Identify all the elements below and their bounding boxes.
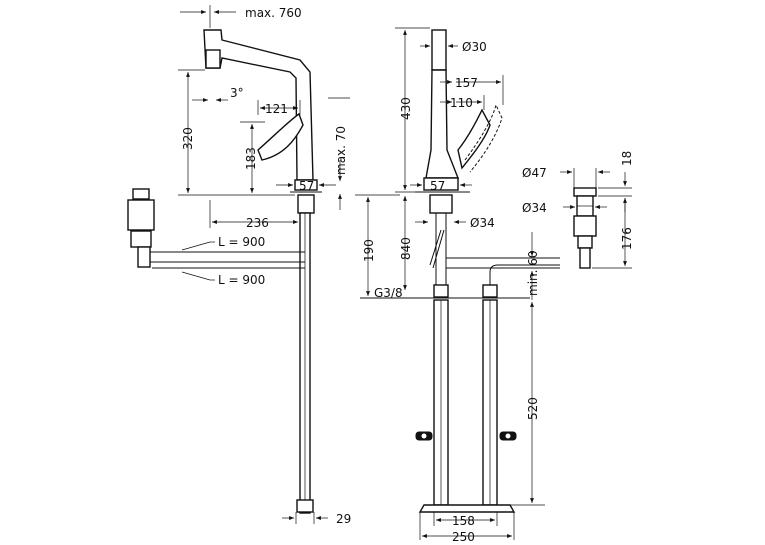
front-connector-left [433, 284, 449, 298]
side-spray-head [205, 49, 221, 69]
front-hose-left [429, 229, 442, 266]
dim-base-width-side: 57 [299, 179, 314, 193]
front-hose-right-2 [489, 264, 560, 290]
side-shank-top [297, 194, 315, 214]
dim-lever-height: 183 [244, 147, 258, 170]
dim-lever-span: 157 [455, 76, 478, 90]
dim-tube-offset: 236 [246, 216, 269, 230]
dim-base-diameter: Ø34 [470, 216, 495, 230]
dim-min-clearance: min. 60 [526, 250, 540, 296]
dim-valve-diameter-body: Ø34 [522, 201, 547, 215]
dim-spray-angle: 3° [230, 86, 244, 100]
dim-handle-clearance: max. 70 [334, 126, 348, 175]
front-spray-head [431, 29, 447, 71]
dim-reach: max. 760 [245, 6, 302, 20]
clamp-left-icon [415, 431, 433, 441]
dim-hose-length-1: L = 900 [218, 235, 265, 249]
front-shank-top [429, 194, 453, 214]
valve-body [573, 215, 597, 237]
front-lever [457, 108, 491, 170]
side-valve-connector [130, 230, 152, 248]
dim-connection-height: 190 [362, 239, 376, 262]
dim-diameter-top: Ø30 [462, 40, 487, 54]
valve-cap [573, 187, 597, 197]
valve-elbow [579, 247, 591, 269]
dim-valve-top: 18 [620, 151, 634, 166]
side-base [294, 179, 318, 191]
dim-support-width-outer: 250 [452, 530, 475, 544]
front-spout [425, 69, 460, 179]
side-shank-end [296, 499, 314, 513]
front-connector-right [482, 284, 498, 298]
side-valve-cap [132, 188, 150, 200]
dim-valve-diameter-top: Ø47 [522, 166, 547, 180]
dim-thread: G3/8 [374, 286, 403, 300]
dim-under-counter: 840 [399, 237, 413, 260]
dim-total-height: 430 [399, 97, 413, 120]
dim-support-width-inner: 158 [452, 514, 475, 528]
front-base [423, 177, 459, 191]
dim-hose-length-2: L = 900 [218, 273, 265, 287]
dim-valve-height: 176 [620, 227, 634, 250]
dim-support-height: 520 [526, 397, 540, 420]
dim-shank-width: 29 [336, 512, 351, 526]
dim-lever-depth: 110 [450, 96, 473, 110]
valve-detail: Ø47 Ø34 18 176 [522, 151, 634, 269]
dim-base-width-front: 57 [430, 179, 445, 193]
side-valve-elbow [137, 246, 151, 268]
front-view: Ø30 430 157 110 57 Ø34 840 190 G3/8 [355, 27, 560, 544]
dim-lever-reach: 121 [265, 102, 288, 116]
front-hose-right-1 [445, 255, 560, 259]
side-valve-body [127, 199, 155, 231]
valve-connector [577, 235, 593, 249]
clamp-right-icon [499, 431, 517, 441]
side-view: max. 760 320 3° 121 183 max. 70 57 236 [127, 5, 351, 526]
side-lever [257, 112, 304, 161]
dim-spout-height: 320 [181, 127, 195, 150]
support-base [418, 504, 516, 513]
